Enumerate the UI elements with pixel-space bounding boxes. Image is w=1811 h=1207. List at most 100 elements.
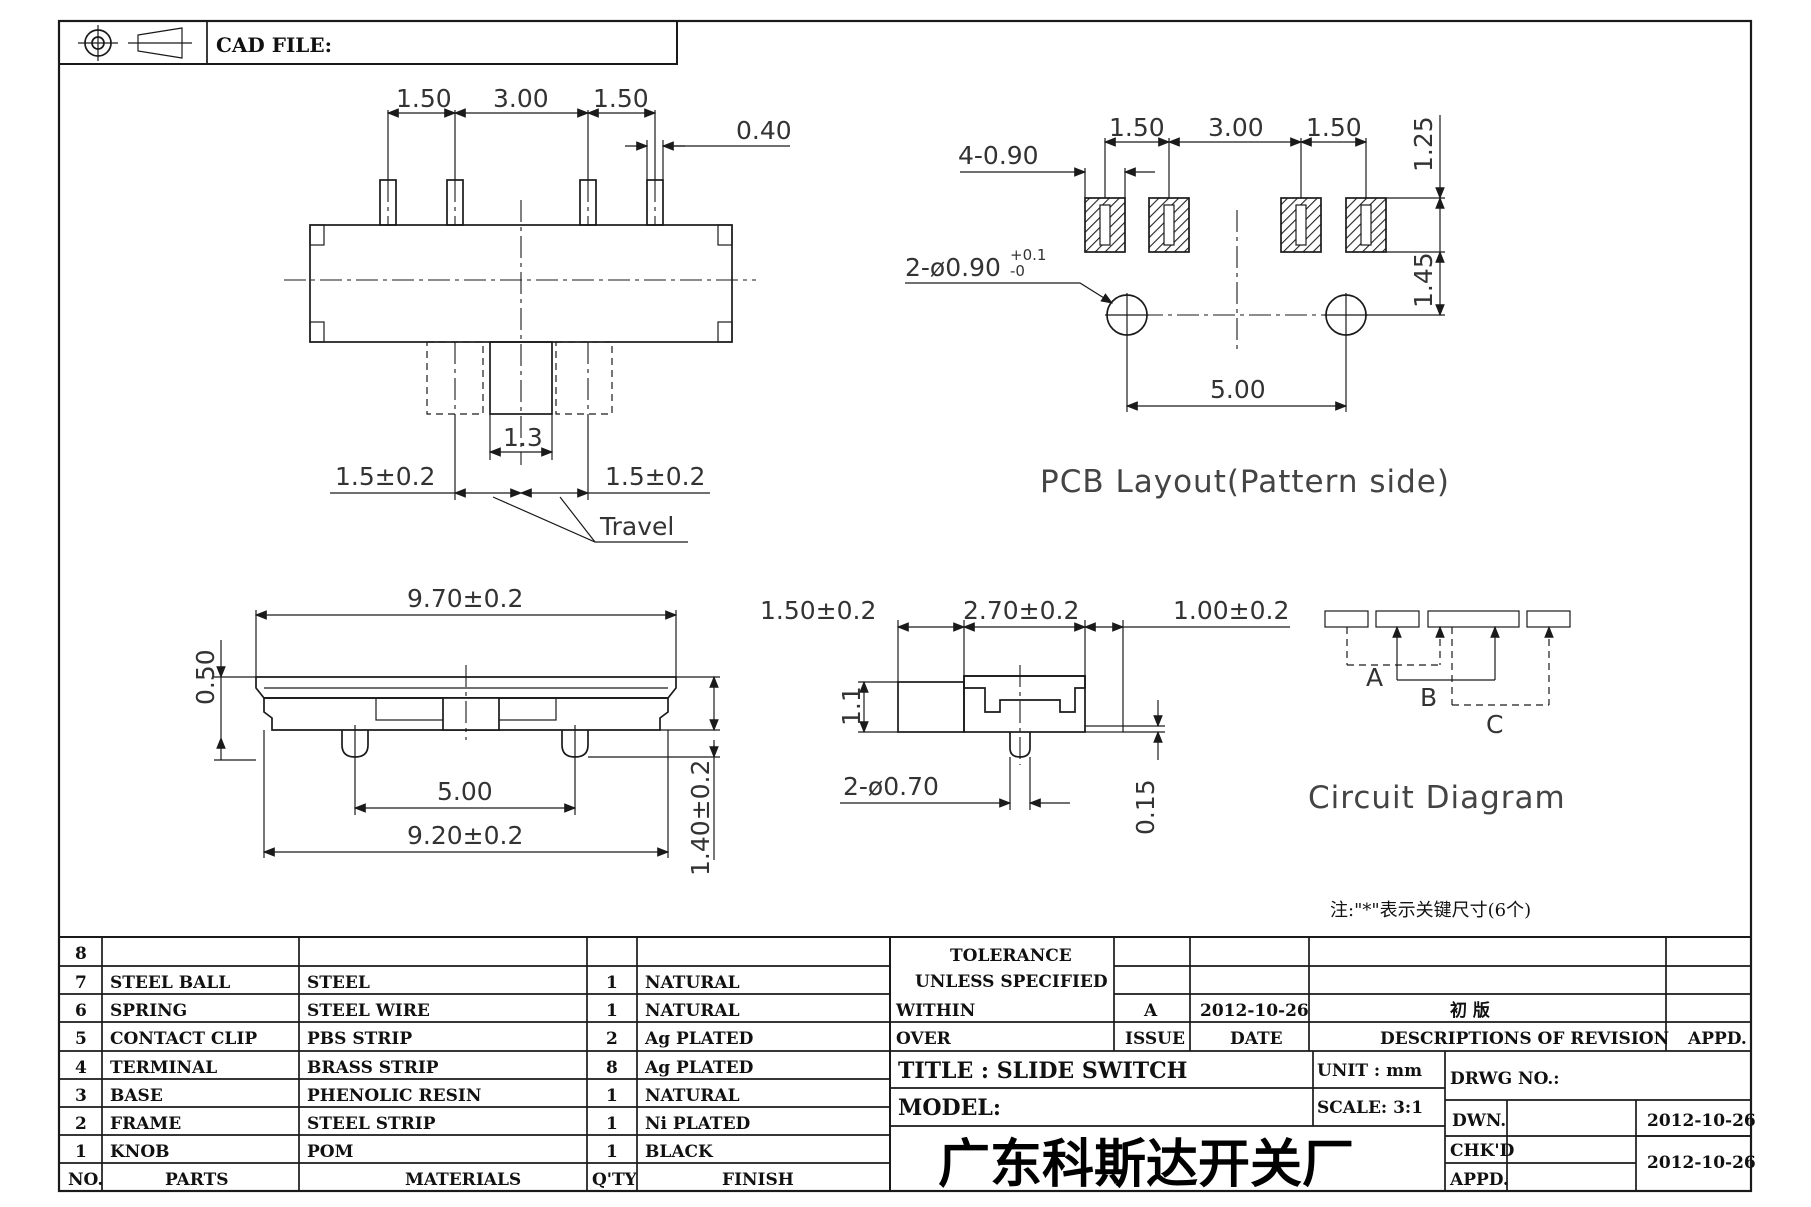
dim-front-pitch: 5.00: [437, 777, 493, 806]
bom-cell-part: TERMINAL: [110, 1058, 217, 1078]
model-label: MODEL:: [898, 1095, 1001, 1121]
bom-cell-part: BASE: [110, 1086, 163, 1106]
circuit-label-b: B: [1420, 683, 1437, 712]
drawn-date: 2012-10-26: [1647, 1111, 1756, 1131]
dim-front-length: 9.70±0.2: [407, 584, 523, 613]
dim-pcb-h2: 1.45: [1409, 252, 1438, 308]
bom-cell-material: PHENOLIC RESIN: [307, 1086, 481, 1106]
travel-label: Travel: [599, 512, 674, 541]
dim-pcb-a: 1.50: [1109, 113, 1165, 142]
dim-side-c: 1.00±0.2: [1173, 596, 1289, 625]
dim-top-a: 1.50: [396, 84, 452, 113]
dim-top-b: 3.00: [493, 84, 549, 113]
circuit-diagram: A B C Circuit Diagram: [1308, 610, 1571, 816]
dim-pad: 4-0.90: [958, 141, 1039, 170]
dim-side-a: 1.50±0.2: [760, 596, 876, 625]
circuit-label-c: C: [1486, 710, 1503, 739]
bom-cell-qty: 1: [606, 1114, 618, 1134]
dim-front-height: 1.40±0.2: [686, 760, 715, 876]
bom-cell-no: 1: [75, 1142, 87, 1162]
bom-cell-material: PBS STRIP: [307, 1029, 412, 1049]
issue-header: ISSUE: [1125, 1029, 1185, 1049]
dim-top-pin: 0.40: [736, 116, 792, 145]
dim-side-h: 1.1: [837, 686, 866, 726]
checked-date: 2012-10-26: [1647, 1153, 1756, 1173]
bom-cell-finish: Ag PLATED: [644, 1058, 754, 1078]
approved-label: APPD.: [1449, 1170, 1509, 1190]
dim-pcb-span: 5.00: [1210, 375, 1266, 404]
checked-label: CHK'D: [1450, 1141, 1515, 1161]
header-box: CAD FILE:: [58, 20, 678, 65]
bom-cell-material: POM: [307, 1142, 354, 1162]
pcb-layout: 1.50 3.00 1.50 4-0.90 2-ø0.90 +0.1 -0 1.…: [905, 113, 1450, 500]
date-header: DATE: [1230, 1029, 1283, 1049]
projection-symbol-icon: [78, 25, 192, 61]
dim-hole-tol: +0.1: [1010, 246, 1046, 264]
dim-side-b: 2.70±0.2: [963, 596, 1079, 625]
bom-cell-no: 4: [75, 1058, 87, 1078]
descriptions-header: DESCRIPTIONS OF REVISION: [1380, 1029, 1669, 1049]
bom-cell-no: 2: [75, 1114, 87, 1134]
over-label: OVER: [896, 1029, 952, 1049]
revision-date: 2012-10-26: [1200, 1001, 1309, 1021]
dim-front-thick: 0.50: [191, 649, 220, 705]
dim-side-t: 0.15: [1131, 779, 1160, 835]
key-dimension-note: 注:"*"表示关键尺寸(6个): [1330, 900, 1531, 921]
bom-cell-qty: 8: [606, 1058, 618, 1078]
bom-header-no: NO.: [68, 1170, 103, 1190]
bom-cell-part: STEEL BALL: [110, 973, 230, 993]
circuit-caption: Circuit Diagram: [1308, 780, 1566, 816]
dim-hole-tol2: -0: [1010, 262, 1025, 280]
dim-travel-left: 1.5±0.2: [335, 462, 435, 491]
top-view: 1.50 3.00 1.50 0.40 1.3 1.5±0.2 1.5±0.2 …: [284, 84, 792, 543]
bom-cell-material: BRASS STRIP: [307, 1058, 439, 1078]
unless-specified-label: UNLESS SPECIFIED: [915, 972, 1108, 992]
circuit-label-a: A: [1366, 663, 1383, 692]
bom-cell-material: STEEL STRIP: [307, 1114, 436, 1134]
appd-header: APPD.: [1687, 1029, 1747, 1049]
revision-description: 初 版: [1450, 1000, 1490, 1021]
tolerance-label: TOLERANCE: [950, 946, 1072, 966]
company-name: 广东科斯达开关厂: [938, 1135, 1354, 1195]
bom-cell-part: FRAME: [110, 1114, 181, 1134]
bom-cell-material: STEEL WIRE: [307, 1001, 430, 1021]
bom-cell-finish: NATURAL: [645, 1001, 740, 1021]
bom-cell-qty: 1: [606, 1001, 618, 1021]
bom-header-finish: FINISH: [722, 1170, 794, 1190]
bom-header-parts: PARTS: [165, 1170, 229, 1190]
bom-cell-qty: 1: [606, 1142, 618, 1162]
drawing-number-label: DRWG NO.:: [1450, 1069, 1560, 1089]
front-view: 5.00 9.70±0.2 9.20±0.2 0.50 1.40±0.2: [191, 584, 720, 876]
bom-cell-part: SPRING: [110, 1001, 187, 1021]
dim-knob: 1.3: [503, 423, 543, 452]
dim-travel-right: 1.5±0.2: [605, 462, 705, 491]
title-block: TOLERANCE UNLESS SPECIFIED WITHIN OVER A…: [889, 936, 1756, 1195]
drawn-label: DWN.: [1452, 1111, 1506, 1131]
cad-file-label: CAD FILE:: [216, 33, 332, 57]
bom-header-qty: Q'TY: [592, 1170, 638, 1190]
bom-cell-qty: 2: [606, 1029, 618, 1049]
side-view: 1.50±0.2 2.70±0.2 1.00±0.2 1.1 2-ø0.70 0…: [760, 596, 1290, 835]
bom-cell-part: CONTACT CLIP: [110, 1029, 257, 1049]
bom-cell-qty: 1: [606, 973, 618, 993]
pcb-caption: PCB Layout(Pattern side): [1040, 464, 1450, 500]
bom-cell-finish: Ni PLATED: [645, 1114, 751, 1134]
dim-pcb-c: 1.50: [1306, 113, 1362, 142]
bom-cell-material: STEEL: [307, 973, 370, 993]
bom-cell-finish: Ag PLATED: [644, 1029, 754, 1049]
revision-issue: A: [1143, 1001, 1158, 1021]
dim-hole: 2-ø0.90: [905, 253, 1001, 282]
dim-top-c: 1.50: [593, 84, 649, 113]
bom-cell-no: 6: [75, 1001, 87, 1021]
bom-cell-no: 8: [75, 944, 87, 964]
bom-cell-finish: NATURAL: [645, 973, 740, 993]
unit-label: UNIT : mm: [1317, 1061, 1422, 1081]
bom-cell-no: 7: [75, 973, 87, 993]
dim-side-peg: 2-ø0.70: [843, 772, 939, 801]
dim-front-base: 9.20±0.2: [407, 821, 523, 850]
bom-cell-no: 3: [75, 1086, 87, 1106]
bom-header-materials: MATERIALS: [405, 1170, 521, 1190]
bom-cell-no: 5: [75, 1029, 87, 1049]
